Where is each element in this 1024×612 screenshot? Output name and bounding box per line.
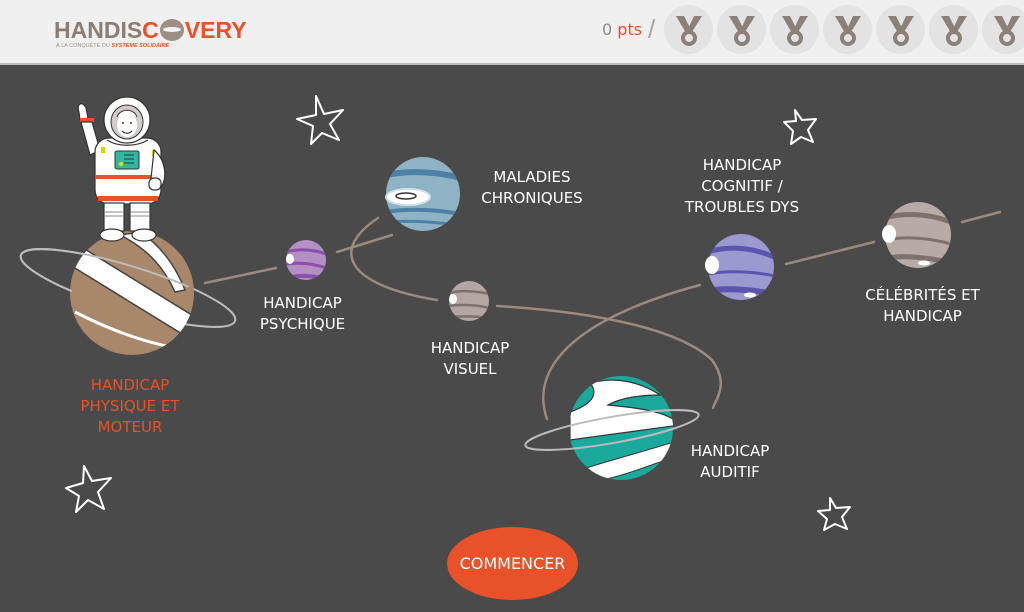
logo-tagline-part1: À LA CONQUÊTE DU (56, 43, 112, 49)
planet-handicap-visuel[interactable] (449, 281, 489, 321)
medal-icon (993, 15, 1020, 46)
planet-handicap-cognitif[interactable] (705, 234, 776, 300)
path-celebrites-out (960, 210, 1002, 224)
planet-maladies-chroniques[interactable] (385, 157, 460, 231)
star-icon (783, 109, 817, 145)
score-unit: pts (617, 20, 643, 39)
medal-slot-2[interactable] (717, 5, 766, 54)
label-handicap-visuel[interactable]: HANDICAP VISUEL (430, 339, 510, 378)
commencer-button[interactable]: COMMENCER (447, 527, 578, 600)
planet-handicap-physique[interactable] (14, 231, 241, 355)
score-separator: / (648, 14, 656, 44)
logo-title-part3: VERY (184, 17, 247, 43)
planet-celebrites[interactable] (882, 202, 951, 268)
medal-icon (781, 15, 808, 46)
path-physique-psychique (203, 266, 278, 285)
medal-slot-1[interactable] (664, 5, 713, 54)
medal-icon (728, 15, 755, 46)
medal-icon (834, 15, 861, 46)
planet-handicap-auditif[interactable] (523, 376, 701, 482)
planet-handicap-psychique[interactable] (286, 240, 326, 280)
path-cognitif-celebrites (784, 240, 876, 266)
logo-title-part2: C (142, 17, 159, 43)
star-icon (296, 95, 344, 145)
star-icon (65, 465, 112, 513)
path-visuel-auditif (495, 304, 722, 410)
star-icon (817, 497, 851, 531)
logo-tagline: À LA CONQUÊTE DU SYSTÈME SOLIDAIRE (56, 43, 169, 49)
label-handicap-psychique[interactable]: HANDICAP PSYCHIQUE (259, 294, 346, 333)
medal-icon (940, 15, 967, 46)
medal-slot-3[interactable] (770, 5, 819, 54)
label-handicap-physique[interactable]: HANDICAP PHYSIQUE ET MOTEUR (80, 376, 180, 436)
medal-icon (887, 15, 914, 46)
astronaut-mascot (77, 96, 166, 242)
label-handicap-cognitif[interactable]: HANDICAP COGNITIF / TROUBLES DYS (684, 156, 800, 216)
path-auditif-cognitif (542, 283, 702, 421)
trajectory-paths (203, 210, 1002, 421)
logo-title: HANDISC VERY (54, 16, 247, 44)
header: HANDISC VERY À LA CONQUÊTE DU SYSTÈME SOL… (0, 0, 1024, 65)
label-maladies-chroniques[interactable]: MALADIES CHRONIQUES (481, 168, 583, 207)
path-psychique-maladies (335, 233, 394, 254)
medal-slot-7[interactable] (982, 5, 1024, 54)
logo-planet-icon (159, 19, 184, 41)
path-to-visuel (350, 216, 439, 302)
medal-icon (675, 15, 702, 46)
score-display: 0 pts (602, 20, 642, 39)
medal-slot-4[interactable] (823, 5, 872, 54)
logo-tagline-part2: SYSTÈME SOLIDAIRE (111, 43, 170, 49)
stars (65, 95, 851, 531)
label-handicap-auditif[interactable]: HANDICAP AUDITIF (690, 442, 770, 481)
medals-bar (664, 5, 1024, 54)
medal-slot-5[interactable] (876, 5, 925, 54)
handiscovery-logo[interactable]: HANDISC VERY À LA CONQUÊTE DU SYSTÈME SOL… (54, 16, 294, 52)
score-value: 0 (602, 20, 613, 39)
label-celebrites[interactable]: CÉLÉBRITÉS ET HANDICAP (865, 286, 980, 325)
medal-slot-6[interactable] (929, 5, 978, 54)
logo-title-part1: HANDIS (54, 17, 143, 43)
